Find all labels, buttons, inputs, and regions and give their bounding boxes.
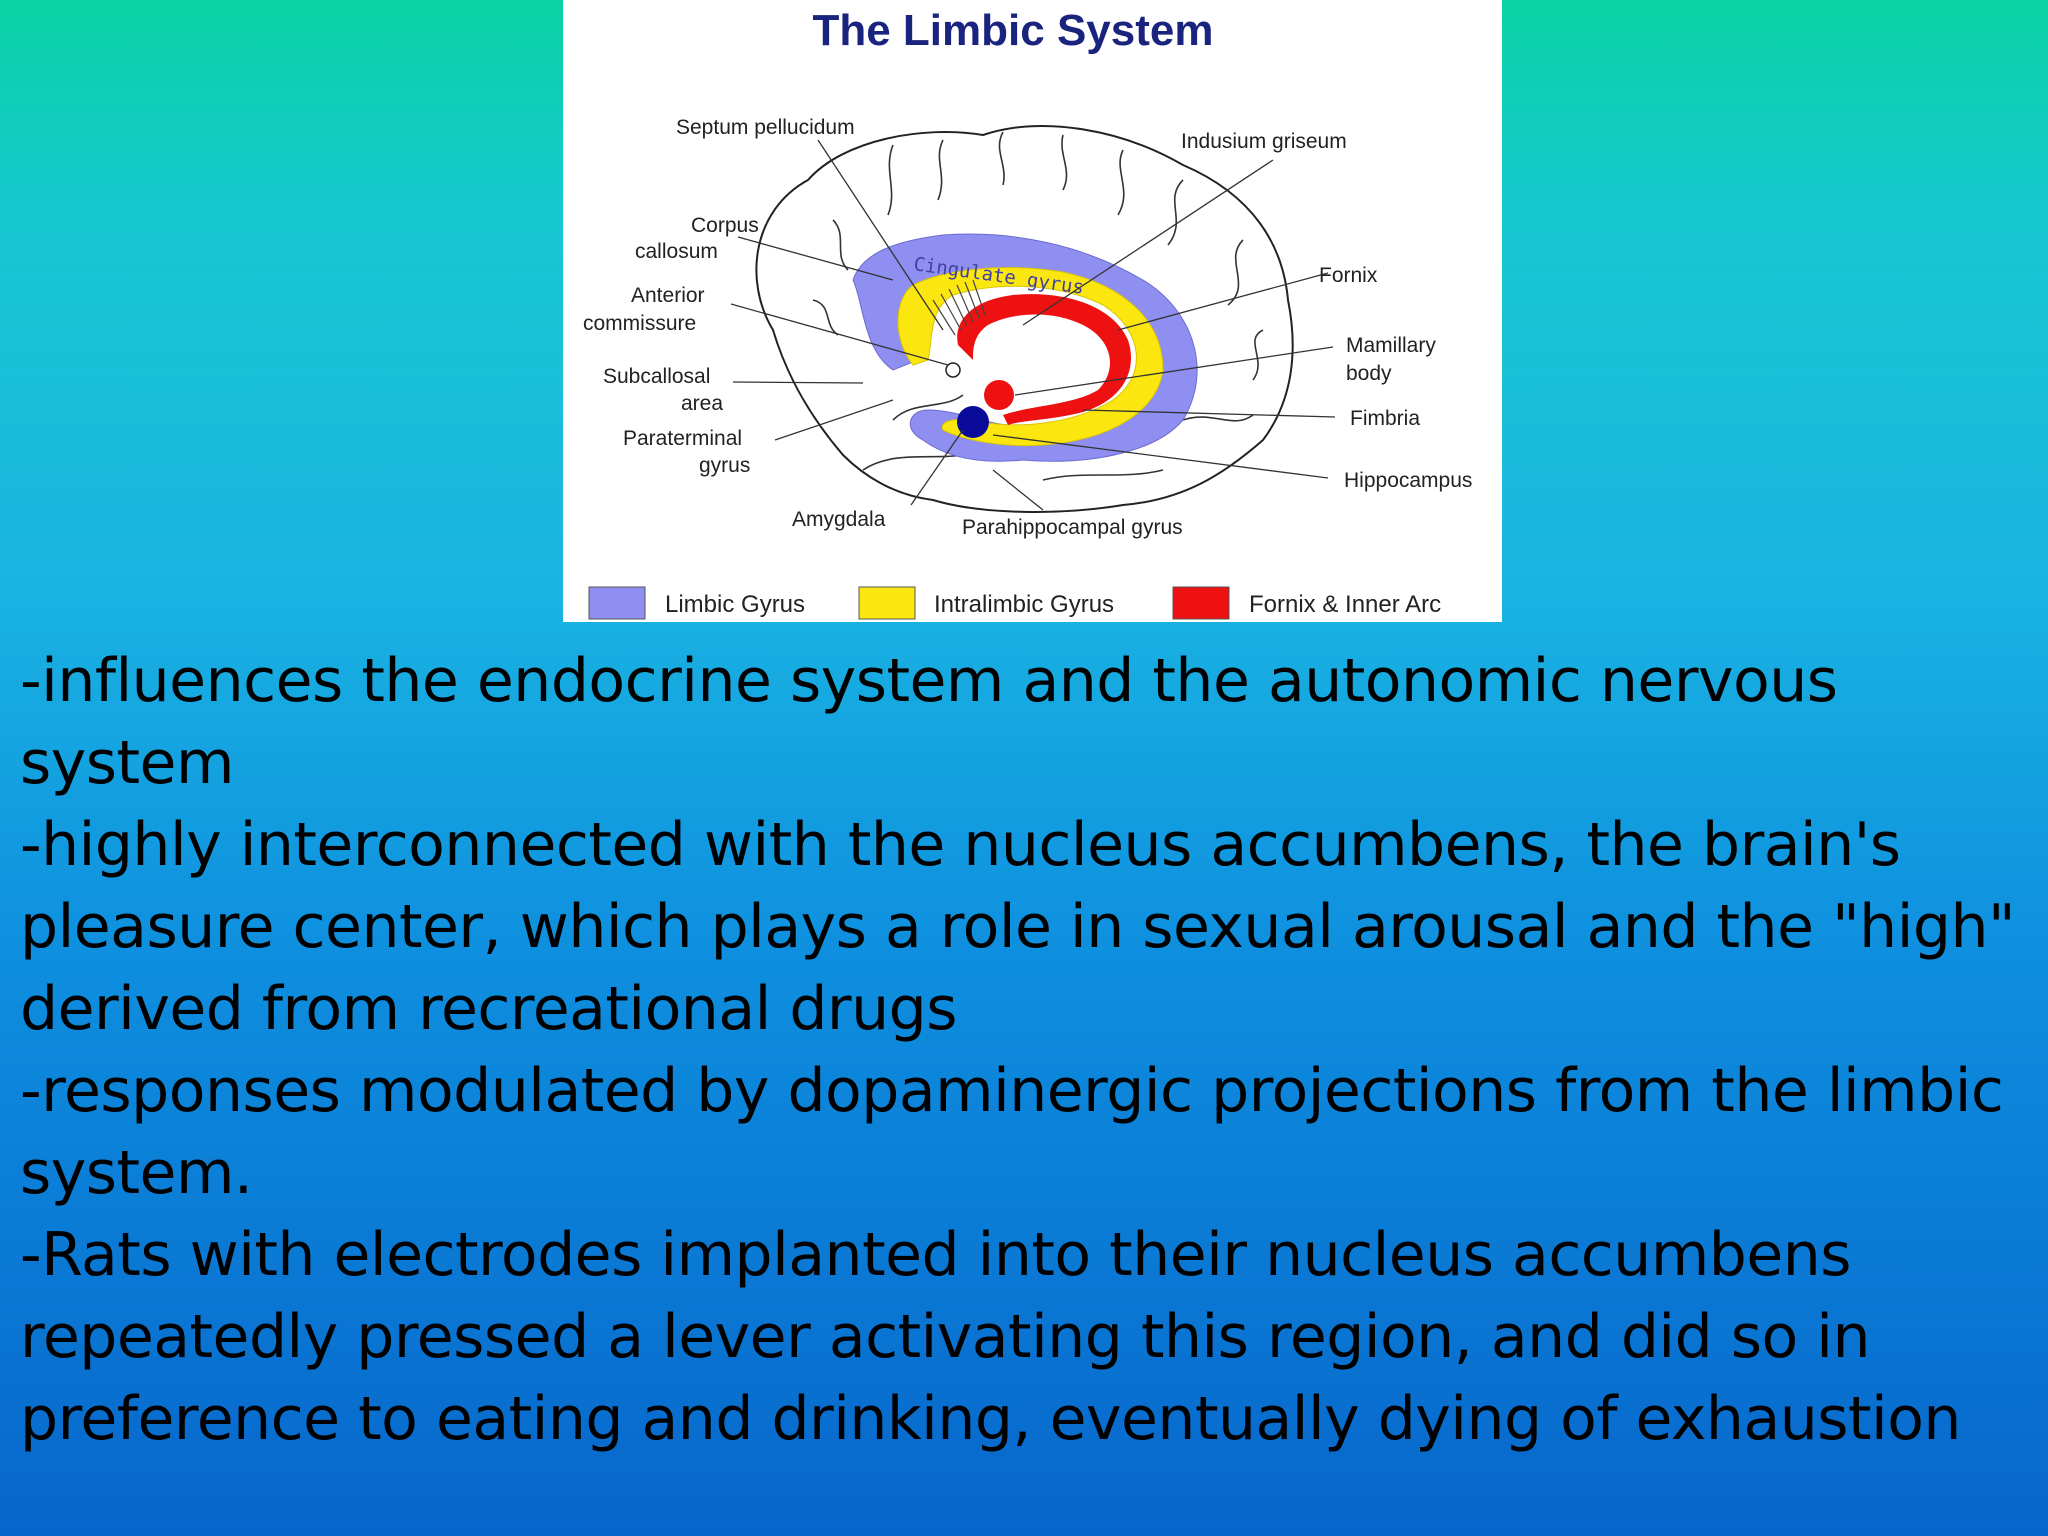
label-gyrus: gyrus	[699, 454, 750, 477]
limbic-system-figure: The Limbic System	[563, 0, 1502, 622]
brain-outline	[755, 125, 1294, 513]
label-body: body	[1346, 362, 1392, 385]
label-anterior: Anterior	[631, 284, 705, 307]
bullet-list: -influences the endocrine system and the…	[20, 640, 2030, 1460]
legend-label-intralimbic-gyrus: Intralimbic Gyrus	[934, 591, 1114, 618]
legend-label-limbic-gyrus: Limbic Gyrus	[665, 591, 805, 618]
bullet-rats-experiment: -Rats with electrodes implanted into the…	[20, 1220, 1961, 1454]
fornix-region	[957, 294, 1131, 425]
figure-title: The Limbic System	[812, 6, 1213, 55]
label-fornix: Fornix	[1319, 264, 1378, 287]
label-corpus: Corpus	[691, 214, 759, 237]
limbic-system-diagram: The Limbic System	[583, 6, 1472, 620]
leader-lines	[730, 139, 1336, 511]
bullet-dopaminergic: -responses modulated by dopaminergic pro…	[20, 1056, 2004, 1208]
legend-swatch-intralimbic-gyrus	[858, 586, 916, 620]
label-fimbria: Fimbria	[1350, 407, 1420, 430]
bullet-endocrine: -influences the endocrine system and the…	[20, 646, 1838, 798]
legend-swatch-limbic-gyrus	[588, 586, 646, 620]
legend-label-fornix-inner-arc: Fornix & Inner Arc	[1249, 591, 1441, 618]
label-callosum: callosum	[635, 240, 718, 263]
anterior-commissure-dot	[945, 362, 961, 378]
label-amygdala: Amygdala	[792, 508, 886, 531]
anatomy-labels: Septum pellucidum Indusium griseum Corpu…	[583, 116, 1472, 539]
label-paraterminal: Paraterminal	[623, 427, 742, 450]
label-subcallosal: Subcallosal	[603, 365, 710, 388]
label-commissure: commissure	[583, 312, 696, 335]
amygdala-dot	[957, 406, 989, 438]
label-hippocampus: Hippocampus	[1344, 469, 1472, 492]
label-parahippocampal-gyrus: Parahippocampal gyrus	[962, 516, 1183, 539]
mamillary-body-dot	[984, 380, 1014, 410]
legend-swatch-fornix-inner-arc	[1172, 586, 1230, 620]
figure-legend: Limbic Gyrus Intralimbic Gyrus Fornix & …	[588, 586, 1441, 620]
bullet-nucleus-accumbens: -highly interconnected with the nucleus …	[20, 810, 2016, 1044]
label-area: area	[681, 392, 723, 415]
label-mamillary: Mamillary	[1346, 334, 1436, 357]
label-indusium-griseum: Indusium griseum	[1181, 130, 1347, 153]
septum-striations	[932, 279, 986, 336]
intralimbic-gyrus-region	[897, 267, 1164, 447]
brain-sulci	[812, 131, 1264, 481]
label-septum-pellucidum: Septum pellucidum	[676, 116, 855, 139]
